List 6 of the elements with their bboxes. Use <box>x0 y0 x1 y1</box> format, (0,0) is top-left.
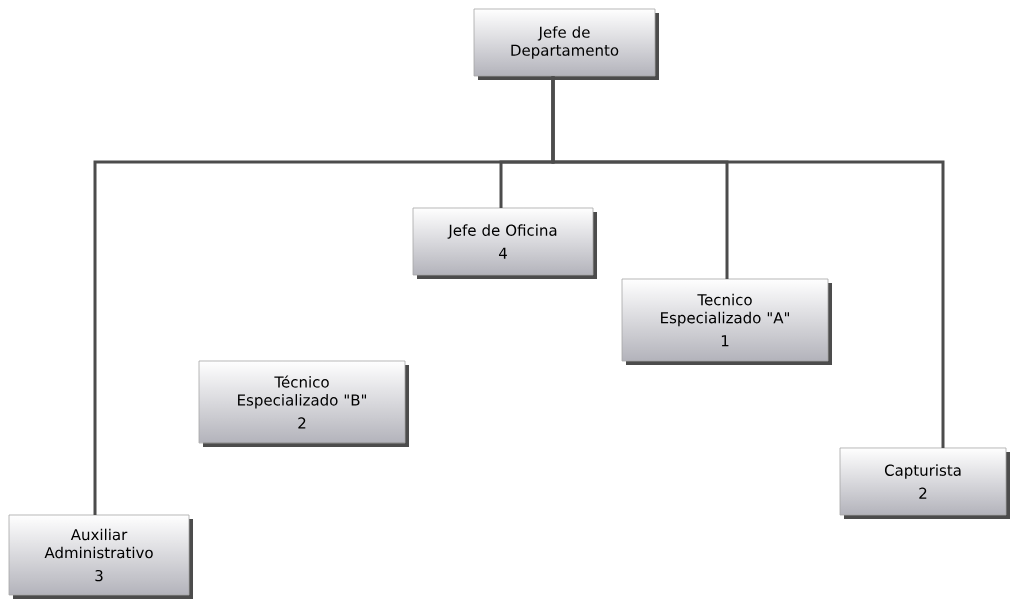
position-box: Jefe de Oficina 4 <box>412 207 597 279</box>
position-box: Capturista 2 <box>839 447 1010 519</box>
position-box: Jefe de Departamento <box>473 8 659 80</box>
position-box: Tecnico Especializado "A" 1 <box>621 278 832 365</box>
position-box: Auxiliar Administrativo 3 <box>8 514 193 599</box>
position-box: Técnico Especializado "B" 2 <box>198 360 409 447</box>
